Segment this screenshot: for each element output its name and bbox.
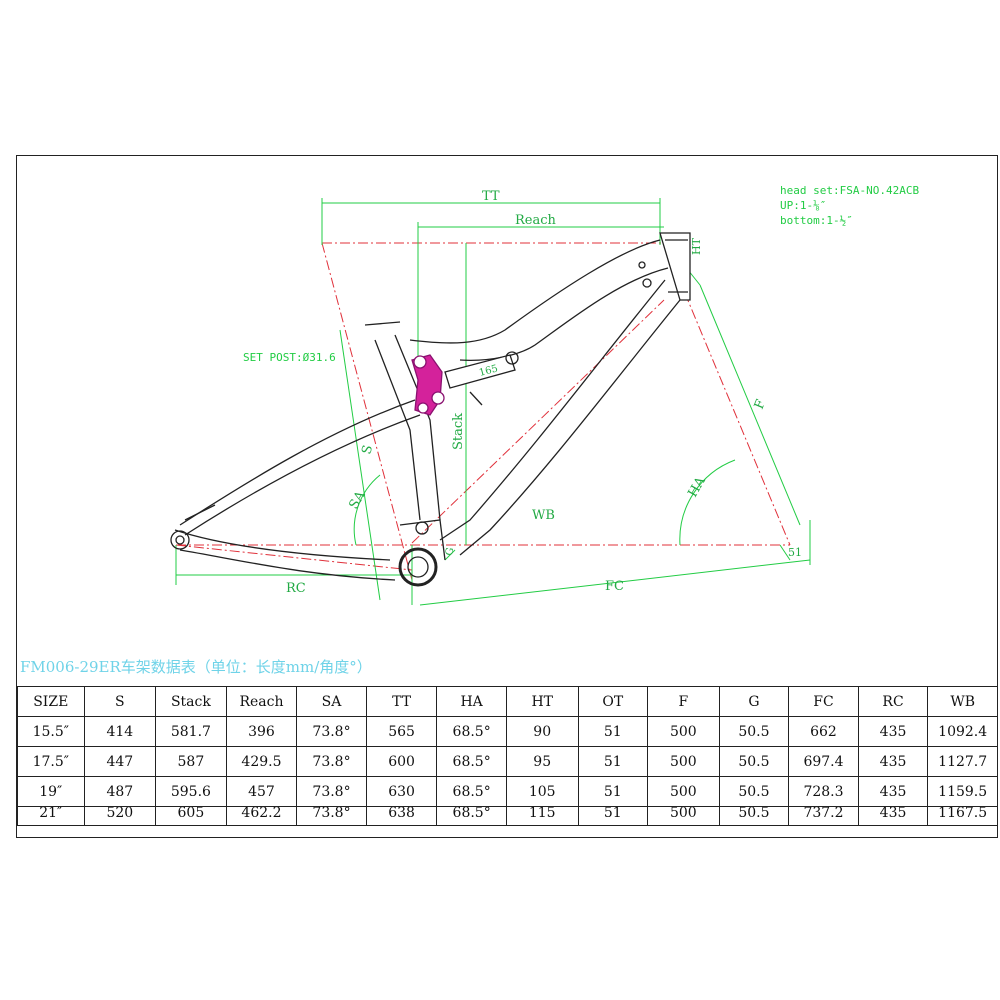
table-cell: 520 [83, 806, 157, 826]
table-cell: 600 [365, 746, 438, 777]
table-cell: 73.8° [296, 746, 367, 777]
table-cell: 487 [83, 776, 157, 807]
table-cell: 697.4 [788, 746, 859, 777]
table-cell: 1127.7 [927, 746, 998, 777]
table-cell: 50.5 [718, 776, 790, 807]
table-cell: 728.3 [788, 776, 859, 807]
fc-label: FC [605, 579, 624, 594]
table-cell: 737.2 [788, 806, 859, 826]
column-header-g: G [718, 686, 790, 717]
table-cell: 51 [577, 746, 649, 777]
table-cell: 50.5 [718, 806, 790, 826]
column-header-ot: OT [577, 686, 649, 717]
table-cell: 435 [857, 716, 929, 747]
table-cell: 68.5° [436, 806, 507, 826]
column-header-stack: Stack [155, 686, 227, 717]
table-title: FM006-29ER车架数据表（单位：长度mm/角度°） [20, 658, 372, 676]
table-cell: 414 [83, 716, 157, 747]
column-header-ha: HA [436, 686, 507, 717]
table-cell: 21″ [17, 806, 85, 826]
column-header-ht: HT [505, 686, 579, 717]
table-cell: 19″ [17, 776, 85, 807]
table-cell: 68.5° [436, 716, 507, 747]
table-cell: 51 [577, 716, 649, 747]
table-cell: 630 [365, 776, 438, 807]
rocker-link [411, 354, 445, 416]
column-header-size: SIZE [17, 686, 85, 717]
headset-note-line1: head set:FSA-NO.42ACB [780, 184, 919, 197]
ht-label: HT [690, 237, 703, 255]
table-cell: 51 [577, 806, 649, 826]
stack-label: Stack [451, 413, 466, 450]
column-header-tt: TT [365, 686, 438, 717]
table-cell: 51 [577, 776, 649, 807]
rc-label: RC [286, 581, 306, 596]
table-cell: 68.5° [436, 776, 507, 807]
table-cell: 95 [505, 746, 579, 777]
g-label: G [444, 547, 456, 557]
table-cell: 73.8° [296, 776, 367, 807]
seatpost-note: SET POST:Ø31.6 [243, 351, 336, 364]
table-cell: 68.5° [436, 746, 507, 777]
table-cell: 17.5″ [17, 746, 85, 777]
table-cell: 1159.5 [927, 776, 998, 807]
table-cell: 435 [857, 746, 929, 777]
table-cell: 587 [155, 746, 227, 777]
table-cell: 605 [155, 806, 227, 826]
table-cell: 15.5″ [17, 716, 85, 747]
table-cell: 565 [365, 716, 438, 747]
column-header-sa: SA [296, 686, 367, 717]
f-label: F [752, 398, 769, 412]
reach-label: Reach [515, 213, 557, 228]
table-cell: 1092.4 [927, 716, 998, 747]
table-cell: 638 [365, 806, 438, 826]
dimension-lines [175, 198, 811, 606]
table-cell: 447 [83, 746, 157, 777]
table-cell: 115 [505, 806, 579, 826]
table-cell: 500 [647, 776, 720, 807]
table-cell: 73.8° [296, 716, 367, 747]
table-cell: 435 [857, 776, 929, 807]
table-cell: 1167.5 [927, 806, 998, 826]
ot-label: 51 [788, 546, 802, 559]
table-cell: 435 [857, 806, 929, 826]
table-cell: 500 [647, 746, 720, 777]
table-cell: 429.5 [225, 746, 298, 777]
shock-length-label: 165 [478, 363, 499, 379]
table-cell: 105 [505, 776, 579, 807]
s-label: S [359, 444, 376, 456]
column-header-s: S [83, 686, 157, 717]
table-cell: 457 [225, 776, 298, 807]
table-cell: 581.7 [155, 716, 227, 747]
column-header-wb: WB [927, 686, 998, 717]
table-cell: 462.2 [225, 806, 298, 826]
table-cell: 50.5 [718, 716, 790, 747]
table-cell: 90 [505, 716, 579, 747]
wb-label: WB [532, 508, 555, 523]
headset-note-line3: bottom:1-½″ [780, 214, 853, 227]
table-cell: 396 [225, 716, 298, 747]
column-header-rc: RC [857, 686, 929, 717]
tt-label: TT [482, 189, 500, 204]
table-cell: 73.8° [296, 806, 367, 826]
bike-frame [170, 232, 691, 587]
table-cell: 595.6 [155, 776, 227, 807]
table-cell: 500 [647, 806, 720, 826]
construction-lines [175, 242, 791, 581]
table-cell: 50.5 [718, 746, 790, 777]
column-header-reach: Reach [225, 686, 298, 717]
table-cell: 662 [788, 716, 859, 747]
headset-note-line2: UP:1-⅛″ [780, 199, 826, 212]
table-cell: 500 [647, 716, 720, 747]
column-header-f: F [647, 686, 720, 717]
column-header-fc: FC [788, 686, 859, 717]
